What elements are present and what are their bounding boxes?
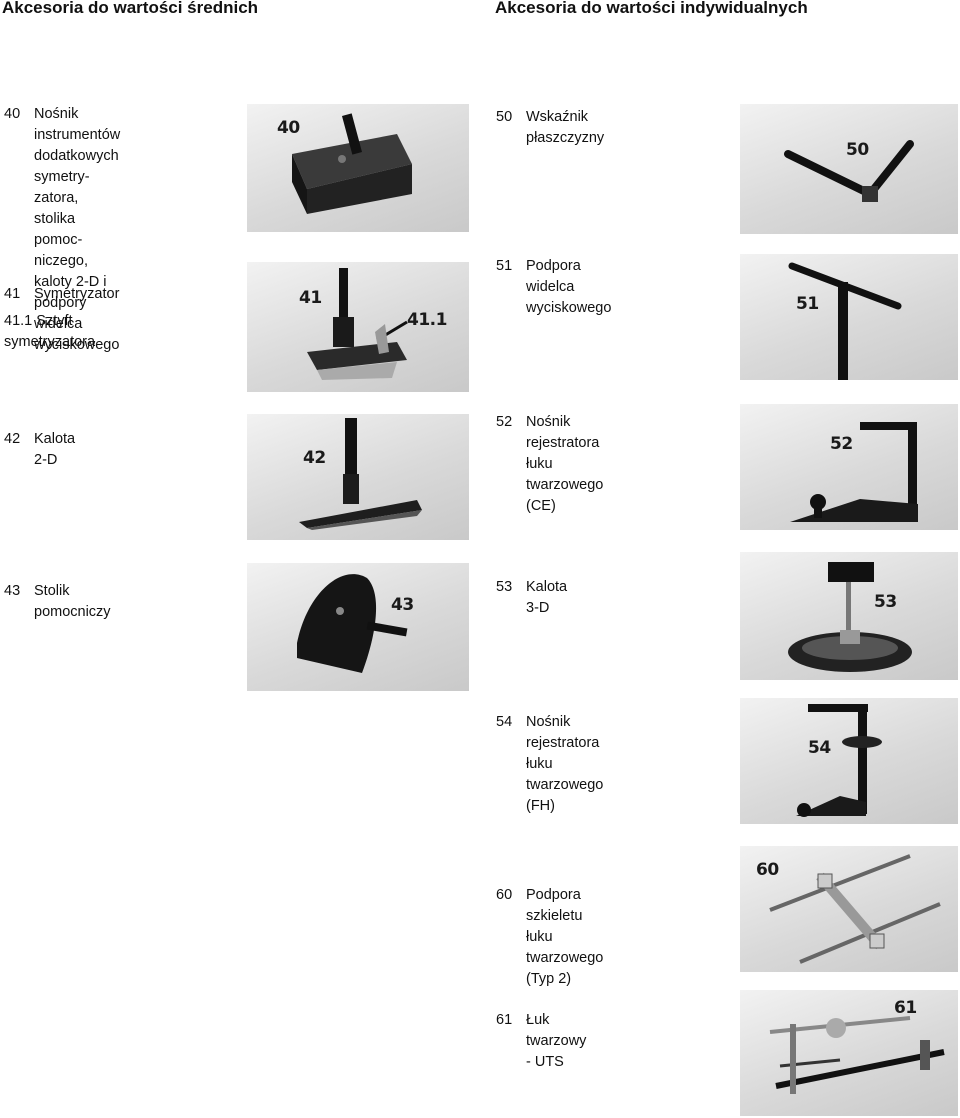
photo-51: 51 [740, 254, 958, 380]
item-label: Symetryzator [34, 286, 120, 302]
auxiliary-table-illustration [297, 574, 408, 673]
photo-53: 53 [740, 552, 958, 680]
item-number: 41 [4, 286, 21, 302]
photo-50: 50 [740, 104, 958, 234]
photo-label: 52 [830, 434, 853, 454]
photo-42: 42 [247, 414, 469, 540]
photo-43: 43 [247, 563, 469, 691]
plane-indicator-illustration [784, 140, 914, 202]
item-label: Wskaźnik płaszczyzny [526, 109, 605, 146]
heading-left: Akcesoria do wartości średnich [2, 0, 259, 17]
photo-label: 43 [391, 595, 414, 615]
photo-label: 40 [277, 118, 300, 138]
photo-61: 61 [740, 990, 958, 1116]
item-number: 42 [4, 431, 21, 447]
item-label: Nośnik rejestratora łuku twarzowego (CE) [526, 414, 604, 514]
frame-support-illustration [769, 854, 941, 964]
photo-label: 50 [846, 140, 869, 160]
item-number: 43 [4, 583, 21, 599]
photo-41: 41 41.1 [247, 262, 469, 392]
recorder-carrier-ce-illustration [790, 422, 918, 522]
item-label: 41.1 Sztyft symetryzatora [4, 313, 96, 350]
photo-52: 52 [740, 404, 958, 530]
photo-label: 41 [299, 288, 322, 308]
item-label: Podpora szkieletu łuku twarzowego (Typ 2… [526, 887, 604, 987]
item-label: Łuk twarzowy - UTS [526, 1012, 587, 1070]
item-number: 52 [496, 414, 513, 430]
item-number: 60 [496, 887, 513, 903]
calotte-2d-illustration [299, 418, 422, 530]
calotte-3d-illustration [788, 562, 912, 672]
item-label: Kalota 2-D [34, 431, 76, 468]
photo-60: 60 [740, 846, 958, 972]
photo-label: 61 [894, 998, 917, 1018]
carrier-block-illustration [292, 113, 412, 214]
item-label: Nośnik rejestratora łuku twarzowego (FH) [526, 714, 604, 814]
item-number: 40 [4, 106, 21, 122]
item-number: 61 [496, 1012, 513, 1028]
photo-label: 54 [808, 738, 831, 758]
item-number: 53 [496, 579, 513, 595]
bite-fork-support-illustration [788, 262, 902, 380]
item-number: 54 [496, 714, 513, 730]
photo-label: 53 [874, 592, 897, 612]
recorder-carrier-fh-illustration [796, 704, 882, 817]
photo-label: 60 [756, 860, 779, 880]
photo-40: 40 [247, 104, 469, 232]
item-label: Kalota 3-D [526, 579, 568, 616]
item-label: Podpora widelca wyciskowego [526, 258, 612, 316]
item-number: 50 [496, 109, 513, 125]
photo-54: 54 [740, 698, 958, 824]
photo-label: 41.1 [407, 310, 447, 330]
photo-label: 51 [796, 294, 819, 314]
item-number: 51 [496, 258, 513, 274]
symmetrizer-illustration [307, 268, 408, 380]
heading-right: Akcesoria do wartości indywidualnych [495, 0, 808, 17]
photo-label: 42 [303, 448, 326, 468]
item-label: Stolik pomocniczy [34, 583, 111, 620]
facebow-uts-illustration [769, 1016, 945, 1094]
item-label: Nośnik instrumentów dodatkowych symetry-… [34, 106, 121, 353]
